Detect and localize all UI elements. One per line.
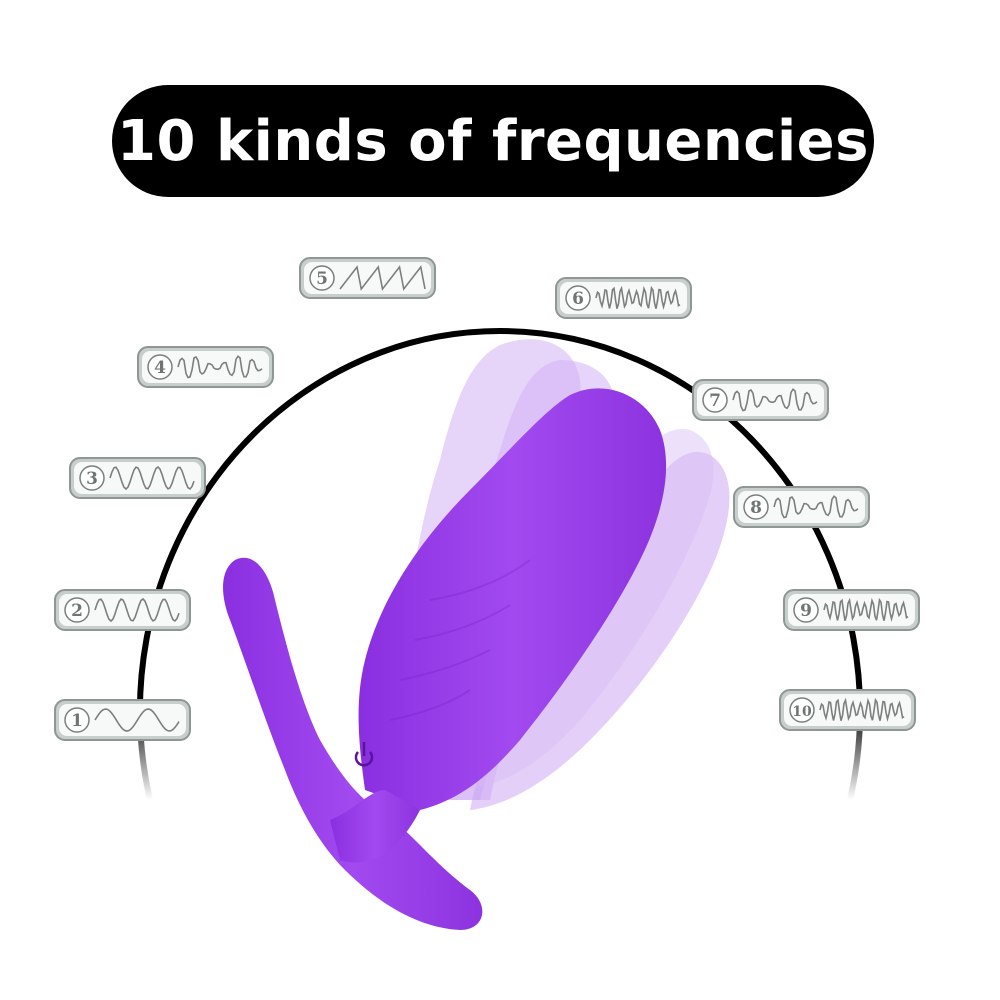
frequency-badge-4: 4 <box>137 346 274 388</box>
dense-wave-icon <box>819 697 905 723</box>
product-body <box>223 388 667 930</box>
frequency-badge-7: 7 <box>692 379 829 421</box>
frequency-number: 3 <box>86 469 98 489</box>
pulse-wave-icon <box>773 495 859 519</box>
frequency-arc <box>137 328 863 801</box>
frequency-number-circle <box>702 387 728 413</box>
frequency-badge-9: 9 <box>783 589 920 631</box>
frequency-badge-6: 6 <box>555 277 692 319</box>
frequency-number-circle <box>64 597 90 623</box>
sine-wave-icon <box>109 465 195 491</box>
frequency-number-circle <box>64 707 90 733</box>
frequency-number-circle <box>793 597 819 623</box>
sawtooth-wave-icon <box>339 265 426 291</box>
frequency-number: 1 <box>71 711 83 731</box>
page-title: 10 kinds of frequencies <box>117 108 869 174</box>
frequency-badge-1: 1 <box>54 699 191 741</box>
title-banner: 10 kinds of frequencies <box>112 85 874 197</box>
frequency-number-circle <box>789 697 815 723</box>
frequency-badge-3: 3 <box>69 457 206 499</box>
frequency-number: 2 <box>71 601 83 621</box>
frequency-number: 5 <box>316 269 328 289</box>
frequency-badge-10: 10 <box>779 689 916 731</box>
frequency-badge-5: 5 <box>299 257 436 299</box>
sine-wave-icon <box>94 597 180 623</box>
frequency-number: 4 <box>154 358 166 378</box>
slow-sine-wave-icon <box>94 708 180 732</box>
frequency-number-circle <box>147 354 173 380</box>
dense-wave-icon <box>823 597 909 623</box>
frequency-number: 7 <box>709 391 721 411</box>
frequency-badge-2: 2 <box>54 589 191 631</box>
frequency-badge-8: 8 <box>733 486 870 528</box>
power-icon <box>354 742 374 767</box>
dense-wave-icon <box>595 285 681 311</box>
frequency-number: 8 <box>750 498 762 518</box>
frequency-number-circle <box>743 494 769 520</box>
pulse-wave-icon <box>177 355 263 379</box>
frequency-number-circle <box>309 265 335 291</box>
frequency-number: 6 <box>572 289 584 309</box>
frequency-number-circle <box>565 285 591 311</box>
frequency-number: 9 <box>800 601 812 621</box>
frequency-number-circle <box>79 465 105 491</box>
frequency-number: 10 <box>792 704 812 720</box>
pulse-wave-icon <box>732 388 818 412</box>
